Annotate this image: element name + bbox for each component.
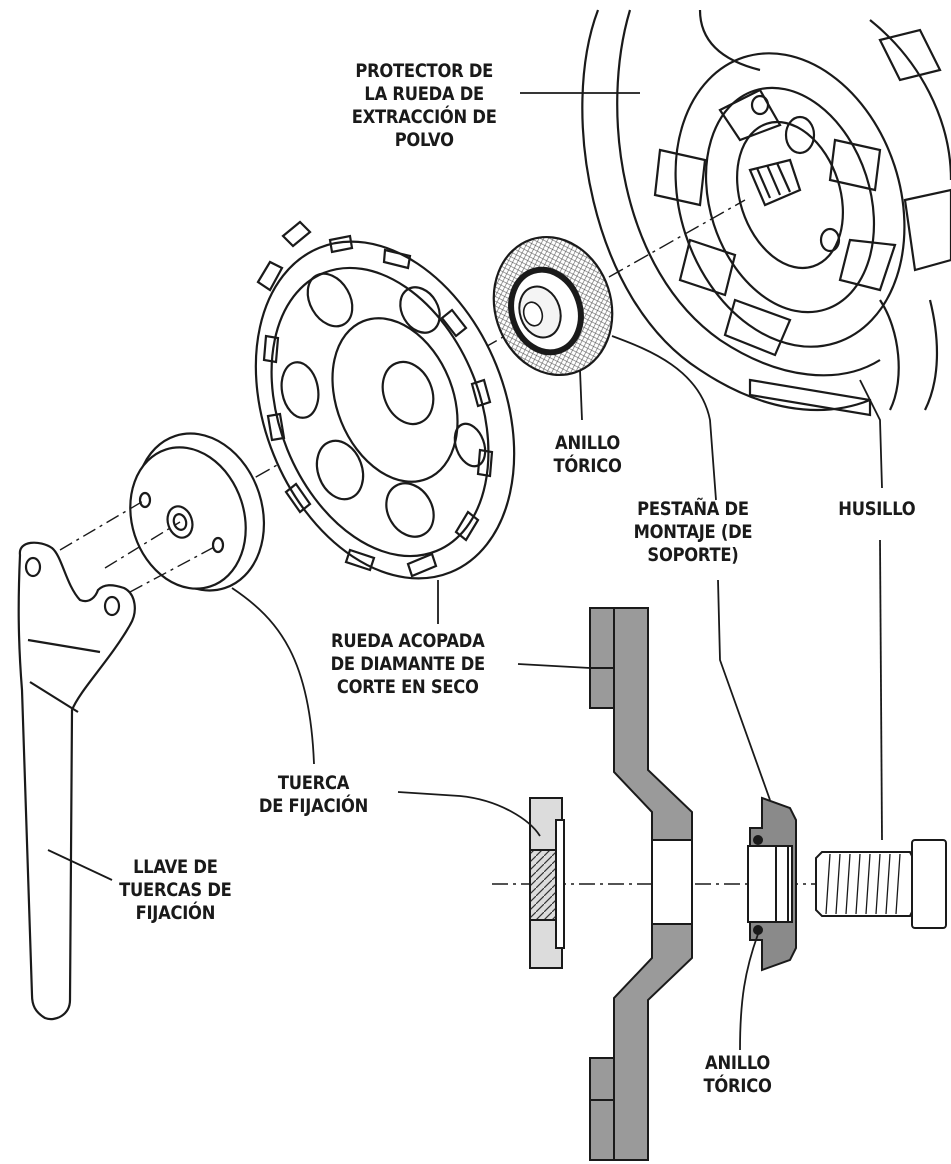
leader-nut-section	[397, 791, 541, 837]
leader-spindle	[879, 539, 883, 841]
label-oring-bottom: ANILLO TÓRICO	[703, 1052, 772, 1097]
label-spindle: HUSILLO	[838, 498, 916, 520]
label-oring-top: ANILLO TÓRICO	[553, 432, 622, 477]
label-spanner-wrench: LLAVE DE TUERCAS DE FIJACIÓN	[119, 856, 232, 924]
leader-flange-top	[611, 335, 717, 501]
label-dust-guard: PROTECTOR DE LA RUEDA DE EXTRACCIÓN DE P…	[351, 60, 497, 151]
leader-oring-bottom	[739, 933, 759, 1051]
spanner-wrench-drawing	[17, 541, 136, 1021]
label-mounting-flange: PESTAÑA DE MONTAJE (DE SOPORTE)	[633, 498, 753, 566]
clamp-nut-drawing	[129, 432, 266, 592]
wheel-section-drawing	[589, 607, 693, 1161]
wrench-center-lines	[59, 499, 219, 593]
leader-nut-top	[231, 587, 315, 765]
leader-wrench	[47, 849, 113, 881]
label-clamp-nut: TUERCA DE FIJACIÓN	[258, 772, 369, 817]
leader-oring-top	[579, 369, 583, 421]
leader-flange-section	[717, 579, 771, 801]
flange-section-drawing	[747, 796, 797, 972]
dust-guard-drawing	[581, 9, 951, 417]
oring-washer-drawing	[492, 235, 614, 377]
label-cup-wheel: RUEDA ACOPADA DE DIAMANTE DE CORTE EN SE…	[330, 630, 486, 698]
diamond-cup-wheel-drawing	[254, 220, 516, 580]
nut-section-drawing	[529, 797, 565, 969]
leader-wheel-section	[517, 663, 591, 669]
leader-lines	[47, 92, 883, 1051]
spindle-section-drawing	[815, 839, 947, 929]
leader-spindle-top	[859, 379, 883, 489]
